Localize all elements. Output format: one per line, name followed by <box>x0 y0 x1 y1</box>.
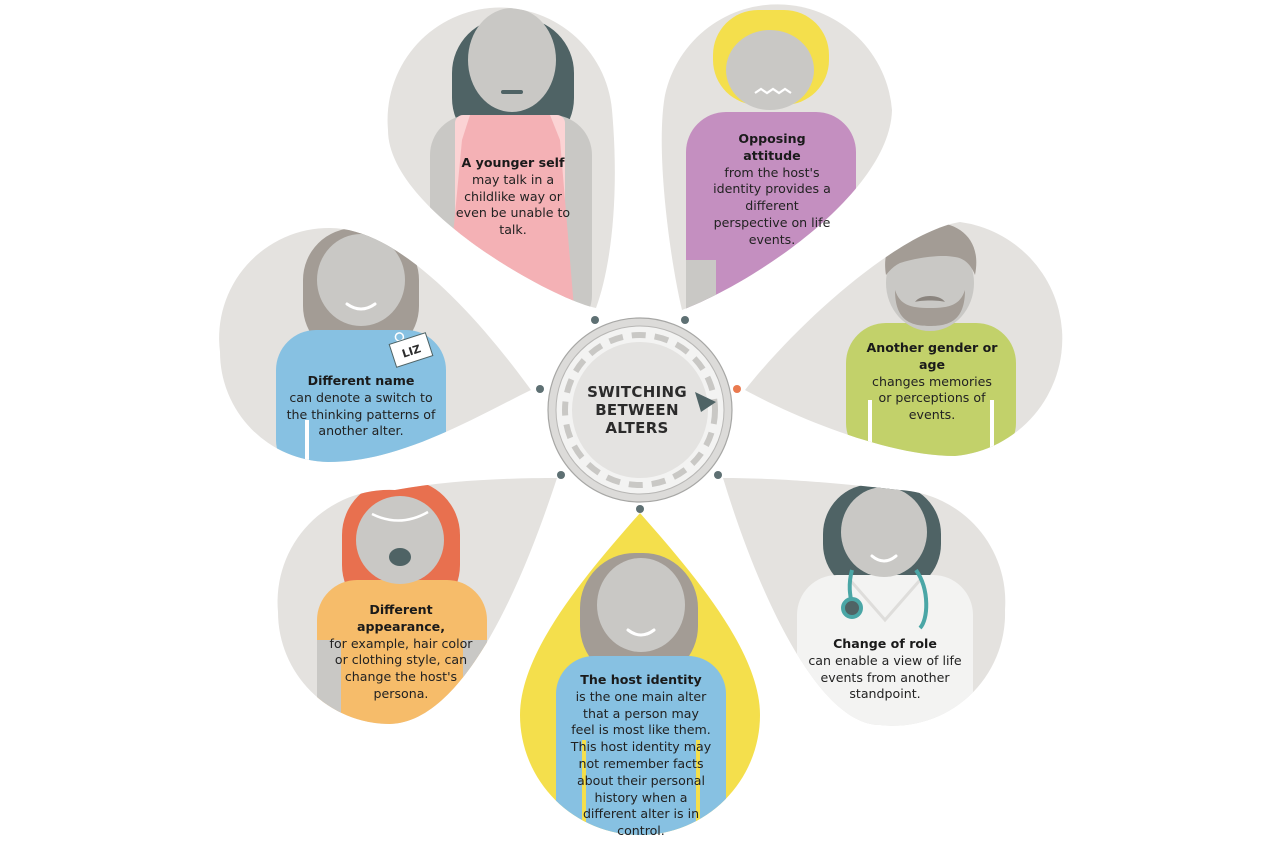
alter-description: from the host's identity provides a diff… <box>713 164 831 247</box>
alter-another-gender: Another gender or age changes memories o… <box>866 340 998 424</box>
alter-title: A younger self <box>461 155 565 170</box>
connector-dot <box>714 471 722 479</box>
alter-title: Another gender or age <box>866 340 998 372</box>
name-tag-label: LIZ <box>400 342 422 360</box>
connector-dot <box>591 316 599 324</box>
connector-dot <box>557 471 565 479</box>
center-dial: SWITCHING BETWEEN ALTERS <box>546 316 734 504</box>
alter-description: may talk in a childlike way or even be u… <box>455 171 571 238</box>
alter-description: changes memories or perceptions of event… <box>872 373 992 423</box>
alter-opposing-attitude: Opposing attitude from the host's identi… <box>708 131 836 249</box>
figure-different-name <box>276 228 446 462</box>
alter-younger-self: A younger self may talk in a childlike w… <box>448 155 578 239</box>
connector-dot <box>536 385 544 393</box>
alter-description: for example, hair color or clothing styl… <box>329 635 473 701</box>
figure-change-of-role <box>797 484 973 726</box>
connector-dot-active <box>733 385 741 393</box>
hub-line-1: SWITCHING <box>587 383 687 401</box>
name-tag: LIZ <box>388 332 434 368</box>
alter-description: is the one main alter that a person may … <box>570 688 712 839</box>
alter-title: Opposing attitude <box>738 131 806 163</box>
connector-dot <box>681 316 689 324</box>
figure-another-gender <box>846 222 1016 456</box>
alter-title: The host identity <box>580 672 702 687</box>
alter-title: Different name <box>307 373 415 388</box>
figure-host-identity <box>556 553 726 835</box>
alter-different-appearance: Different appearance, for example, hair … <box>326 602 476 703</box>
alter-different-name: Different name can denote a switch to th… <box>286 373 436 440</box>
alter-description: can enable a view of life events from an… <box>808 652 962 702</box>
hub-line-2: BETWEEN <box>595 401 679 419</box>
alter-description: can denote a switch to the thinking patt… <box>286 389 436 439</box>
alter-host-identity: The host identity is the one main alter … <box>570 672 712 840</box>
connector-dot <box>636 505 644 513</box>
alter-title: Change of role <box>833 636 937 651</box>
alter-title: Different appearance, <box>356 602 446 634</box>
alter-change-of-role: Change of role can enable a view of life… <box>805 636 965 703</box>
hub-line-3: ALTERS <box>605 419 668 437</box>
dial-pointer-icon <box>695 392 716 412</box>
